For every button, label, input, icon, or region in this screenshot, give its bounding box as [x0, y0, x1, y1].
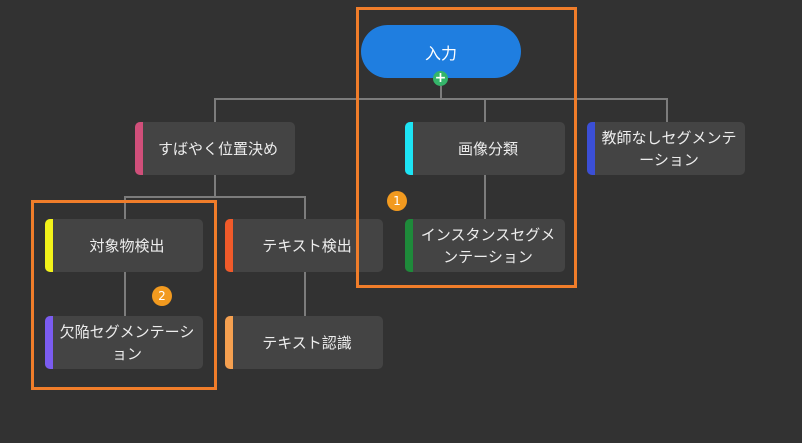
- badge-2: 2: [152, 286, 172, 306]
- node-color-bar: [45, 316, 53, 369]
- node-color-bar: [225, 219, 233, 272]
- node-defect-segmentation[interactable]: 欠陥セグメンテーション: [45, 316, 203, 369]
- highlight-box-2: [31, 200, 217, 390]
- node-label: 教師なしセグメンテーション: [601, 128, 737, 169]
- node-instance-segmentation[interactable]: インスタンスセグメンテーション: [405, 219, 565, 272]
- node-color-bar: [45, 219, 53, 272]
- root-node-input[interactable]: 入力: [361, 25, 521, 78]
- highlight-box-1: [356, 7, 577, 288]
- node-unsupervised-segmentation[interactable]: 教師なしセグメンテーション: [587, 122, 745, 175]
- node-label: すばやく位置決め: [157, 139, 278, 158]
- node-label: テキスト検出: [262, 236, 352, 255]
- node-label: 対象物検出: [89, 236, 165, 255]
- node-color-bar: [405, 219, 413, 272]
- node-label: 欠陥セグメンテーション: [59, 322, 195, 363]
- node-color-bar: [225, 316, 233, 369]
- node-color-bar: [405, 122, 413, 175]
- node-label: テキスト認識: [262, 333, 352, 352]
- node-quick-locate[interactable]: すばやく位置決め: [135, 122, 295, 175]
- plus-icon[interactable]: +: [433, 70, 448, 86]
- node-label: 画像分類: [457, 139, 518, 158]
- node-color-bar: [587, 122, 595, 175]
- badge-1: 1: [387, 191, 407, 211]
- node-text-recognition[interactable]: テキスト認識: [225, 316, 383, 369]
- node-label: インスタンスセグメンテーション: [420, 225, 556, 266]
- node-color-bar: [135, 122, 143, 175]
- node-object-detection[interactable]: 対象物検出: [45, 219, 203, 272]
- root-node-label: 入力: [424, 43, 457, 63]
- node-image-classification[interactable]: 画像分類: [405, 122, 565, 175]
